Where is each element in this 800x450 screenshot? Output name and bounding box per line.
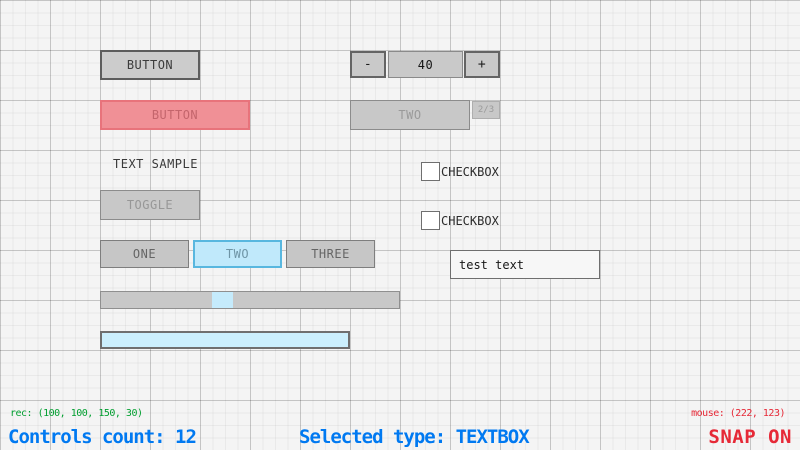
- selected-rect-readout: rec: (100, 100, 150, 30): [10, 408, 143, 419]
- text-sample-label: TEXT SAMPLE: [113, 157, 198, 171]
- checkbox-2-label: CHECKBOX: [441, 214, 499, 228]
- progress-bar[interactable]: [100, 331, 350, 349]
- selected-type-label: Selected type: TEXTBOX: [299, 426, 530, 448]
- slider-track[interactable]: [100, 291, 400, 309]
- snap-indicator: SNAP ON: [708, 426, 792, 448]
- textbox-input[interactable]: test text: [450, 250, 600, 279]
- button[interactable]: BUTTON: [100, 50, 200, 80]
- mouse-position-readout: mouse: (222, 123): [691, 408, 785, 419]
- slider-handle[interactable]: [212, 292, 233, 308]
- toggle-button[interactable]: TOGGLE: [100, 190, 200, 220]
- toggle-group-option-three[interactable]: THREE: [286, 240, 375, 268]
- dropdown-index-badge: 2/3: [472, 101, 500, 119]
- checkbox-2[interactable]: [421, 211, 440, 230]
- toggle-group-option-one[interactable]: ONE: [100, 240, 189, 268]
- spinner-value-box[interactable]: 40: [388, 51, 463, 78]
- spinner-increment-button[interactable]: +: [464, 51, 500, 78]
- toggle-group-option-two[interactable]: TWO: [193, 240, 282, 268]
- controls-count-label: Controls count: 12: [8, 426, 197, 448]
- dropdown-box[interactable]: TWO: [350, 100, 470, 130]
- spinner-decrement-button[interactable]: -: [350, 51, 386, 78]
- checkbox-1-label: CHECKBOX: [441, 165, 499, 179]
- danger-button[interactable]: BUTTON: [100, 100, 250, 130]
- checkbox-1[interactable]: [421, 162, 440, 181]
